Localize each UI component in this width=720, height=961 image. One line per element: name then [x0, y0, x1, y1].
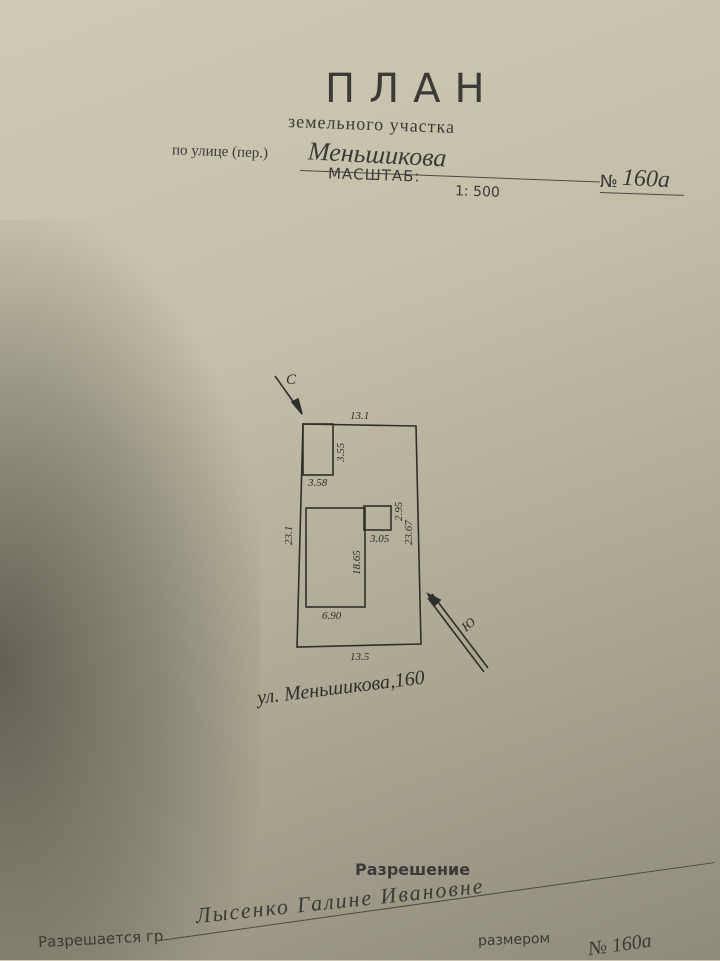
annex-building: [363, 505, 392, 531]
dim-bottom: 13.5: [350, 651, 370, 663]
north-label: С: [286, 372, 297, 388]
house-building: [305, 507, 366, 608]
south-arrow-head: [426, 592, 442, 608]
dim-right: 23.67: [403, 520, 415, 545]
dim-top: 13.1: [350, 410, 369, 422]
shed-building: [302, 423, 334, 476]
dim-left: 23.1: [283, 526, 295, 545]
south-arrow-line-a: [431, 593, 489, 669]
dim-house-height: 18.65: [351, 550, 363, 575]
dim-shed-width: 3.58: [307, 477, 328, 489]
north-arrow-head: [290, 397, 303, 415]
permit-title: Разрешение: [355, 860, 471, 879]
dim-shed-height: 3.55: [335, 442, 347, 463]
permit-size-label: размером: [477, 930, 551, 950]
dim-house-width: 6.90: [322, 610, 342, 622]
document-title: ПЛАН: [325, 66, 499, 112]
plot-boundary: [296, 423, 422, 648]
street-caption: ул. Меньшикова,160: [254, 667, 426, 710]
number-sign: №: [600, 172, 618, 192]
dim-annex-width: 3.05: [369, 533, 390, 545]
dim-annex-height: 2.95: [393, 501, 405, 521]
south-arrow-line-b: [427, 597, 485, 673]
